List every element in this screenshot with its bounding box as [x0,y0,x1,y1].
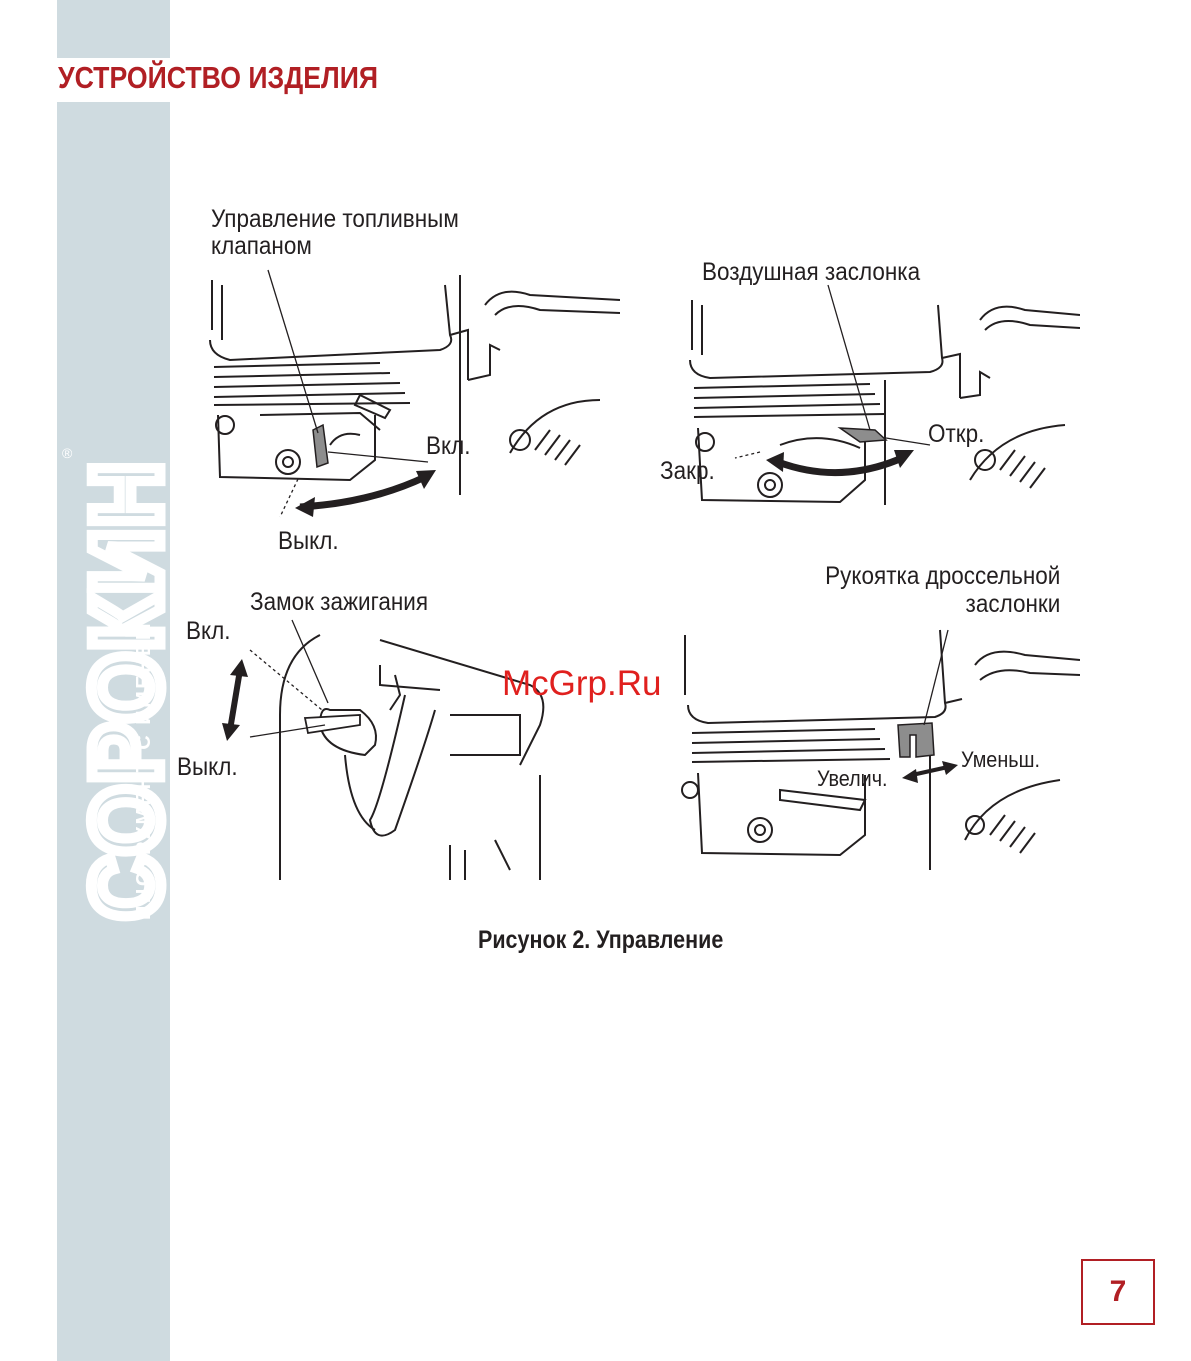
fuel-valve-title-line2: клапаном [211,233,312,260]
throttle-title-line1: Рукоятка дроссельной [825,563,1060,590]
choke-title: Воздушная заслонка [702,259,920,286]
watermark: McGrp.Ru [502,664,661,704]
ignition-illustration [200,615,560,880]
ignition-on-label: Вкл. [186,618,230,645]
section-title: УСТРОЙСТВО ИЗДЕЛИЯ [58,60,378,96]
choke-illustration [680,280,1080,525]
throttle-title-line2: заслонки [965,591,1060,618]
choke-open-label: Откр. [928,421,984,448]
page-number: 7 [1110,1275,1127,1309]
page-number-box: 7 [1081,1259,1155,1325]
brand-logo: СОРОКИН ИНСТРУМЕНТ С ИМЕНЕМ ® [60,440,170,930]
fuel-valve-title-line1: Управление топливным [211,206,459,233]
fuel-valve-off-label: Выкл. [278,528,339,555]
svg-text:СОРОКИН: СОРОКИН [72,460,170,920]
ignition-off-label: Выкл. [177,754,238,781]
throttle-decrease-label: Уменьш. [961,748,1040,772]
throttle-increase-label: Увелич. [817,767,888,791]
fuel-valve-illustration [200,255,620,545]
figure-caption: Рисунок 2. Управление [478,926,723,955]
choke-closed-label: Закр. [660,458,715,485]
svg-text:ИНСТРУМЕНТ С ИМЕНЕМ: ИНСТРУМЕНТ С ИМЕНЕМ [133,621,155,920]
svg-text:®: ® [62,445,73,461]
ignition-title: Замок зажигания [250,589,428,616]
fuel-valve-on-label: Вкл. [426,433,470,460]
